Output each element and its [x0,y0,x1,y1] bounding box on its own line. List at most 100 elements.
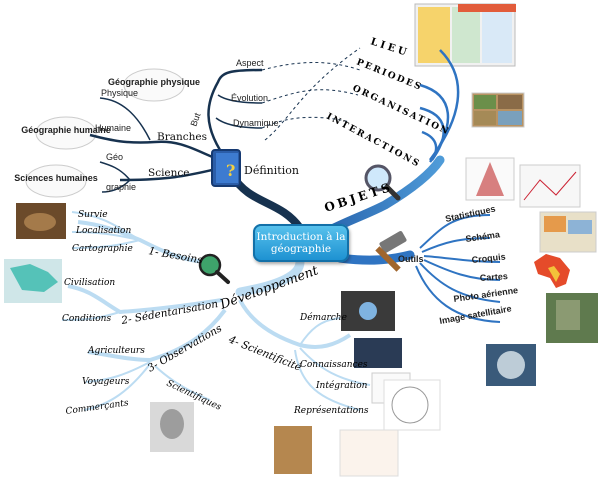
demarche-node [359,302,377,320]
localisation-label: Localisation [75,226,131,236]
globe-magnifier-icon [198,253,230,284]
connector-schema [421,237,491,253]
diagram-image [339,429,399,477]
croquis-tile [544,216,566,232]
bubble-humaine [35,116,97,150]
connector-voyageurs [85,361,151,383]
connector-statistiques [419,214,491,249]
interactions-label: INTERACTIONS [325,112,422,170]
voyageurs-label: Voyageurs [82,377,130,387]
hurricane-swirl [497,351,525,379]
connector-but [207,68,263,151]
geo-label: Géo [106,152,123,162]
aerial-photo-detail [556,300,580,330]
dynamique-label: Dynamique [233,118,279,128]
statistiques-label: Statistiques [444,204,496,224]
graphie-label: graphie [106,182,136,192]
observations-label: 3- Observations [146,322,225,375]
schema-image [519,164,581,208]
portrait-image [274,426,312,474]
connector-observations [87,308,227,363]
photo-tile [474,95,496,109]
demarche-label: Démarche [299,312,347,323]
conditions-label: Conditions [62,314,111,324]
developpement-label: Développement [217,263,321,313]
image-satellitaire-label: Image satellitaire [439,303,513,326]
but-label: But [188,111,202,128]
connector-geo [99,161,131,181]
croquis-label: Croquis [471,251,506,265]
connector-cartes [423,259,501,281]
branches-label: Branches [157,131,207,143]
schema-line [523,171,577,201]
link-evolution-organisation [261,89,359,104]
connector-photo [419,262,501,303]
connector-sedentarisation [67,284,223,315]
cartes-label: Cartes [479,271,508,283]
aspect-label: Aspect [236,58,264,68]
bubble-sciences [25,164,87,198]
agriculteurs-label: Agriculteurs [87,346,145,356]
humaine-label: Humaine [95,123,131,133]
bubble-physique-label: Géographie physique [108,77,200,87]
pyramid-shape [476,162,504,196]
svg-text:?: ? [226,161,235,180]
representations-label: Représentations [293,405,369,416]
connector-commercants [83,363,151,411]
representations-circle [391,386,429,424]
sedentarisation-label: 2- Sédentarisation [119,298,219,327]
connector-graphie [101,179,131,193]
link-aspect-periodes [261,62,361,71]
besoins-label: 1- Besoins [147,245,204,266]
evolution-label: Évolution [231,93,268,103]
connector-conditions [61,311,121,321]
bust-head [160,409,184,439]
connector-survie [71,211,141,241]
connector-scientificite [238,299,352,349]
book-icon: ? [211,149,241,187]
connectors [61,47,501,411]
connector-representations [294,349,361,411]
connector-integration [299,347,371,386]
connector-physique [99,97,151,141]
civilisation-label: Civilisation [64,278,115,288]
science-label: Science [148,167,190,179]
bubble-humaine-label: Géographie humaine [21,125,111,135]
connector-satellite [415,265,501,323]
bubble-sciences-label: Sciences humaines [14,173,98,183]
connaissances-label: Connaissances [300,360,368,370]
physique-label: Physique [101,88,138,98]
commercants-label: Commerçants [65,398,130,417]
connector-science [119,168,213,182]
connector-interactions [421,130,438,163]
connector-evolution [217,94,263,104]
integration-label: Intégration [315,380,368,391]
lieu-label: LIEU [369,36,411,59]
magnifier-icon [364,164,401,201]
photo-aerienne-label: Photo aérienne [453,285,519,304]
image-thumbnails [4,3,598,477]
cave-painting-detail [24,213,56,231]
connector-objets [325,155,445,235]
africa-map-region [548,266,560,282]
bubble-physique [123,68,185,102]
photo-tile [474,111,496,125]
photo-tile [498,111,522,125]
ancient-map-land [10,264,58,292]
definition-label: Définition [244,164,299,177]
table-image-band [452,7,480,63]
connector-branches [89,133,216,160]
hammer-icon [375,231,407,272]
survie-label: Survie [78,210,108,220]
central-topic[interactable]: Introduction à la géographie [253,224,349,262]
connector-localisation [71,231,141,241]
outils-label: Outils [398,254,424,264]
connector-definition [228,171,304,232]
connector-cartographie [71,239,141,249]
connector-croquis [423,255,501,263]
connector-developpement [235,257,305,297]
cartographie-label: Cartographie [72,244,133,254]
link-lieu [264,47,361,141]
